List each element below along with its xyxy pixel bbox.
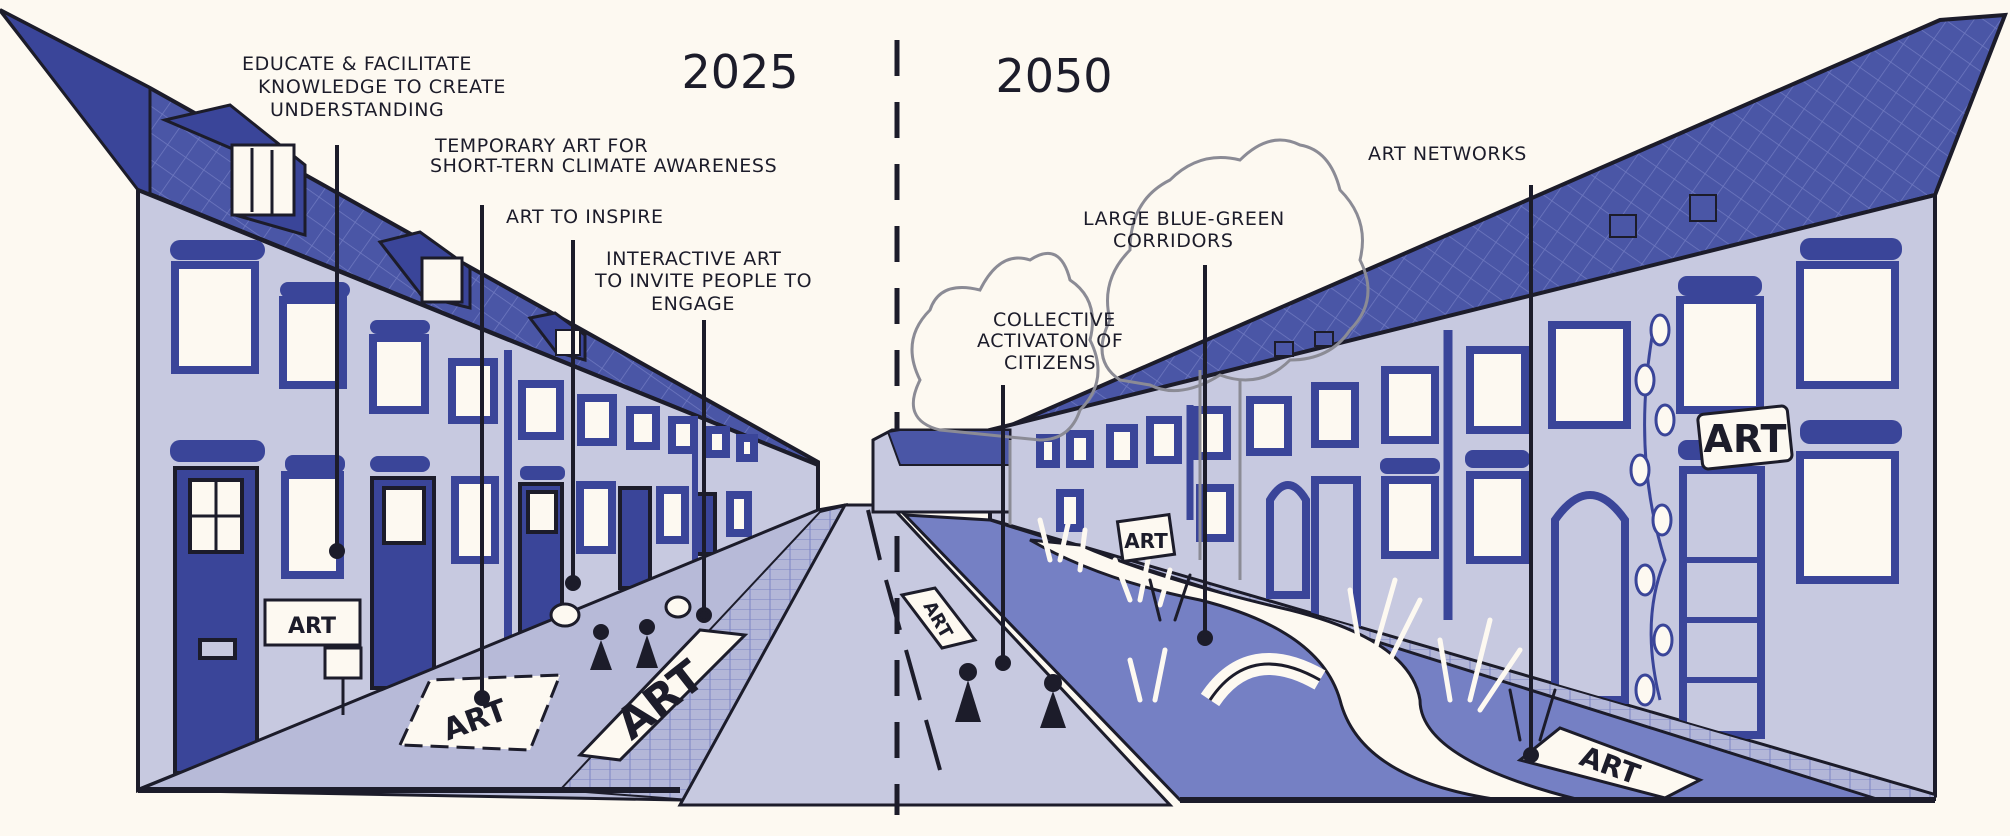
label-inspire: ART TO INSPIRE bbox=[506, 206, 664, 228]
label-collective-line-2: ACTIVATON OF bbox=[977, 330, 1123, 352]
dormer bbox=[160, 103, 307, 237]
left-trims bbox=[170, 240, 565, 480]
label-collective: COLLECTIVE ACTIVATON OF CITIZENS bbox=[977, 309, 1123, 374]
wall-art-sign: ART bbox=[1696, 404, 1794, 471]
label-corridors: LARGE BLUE-GREEN CORRIDORS bbox=[1083, 208, 1285, 252]
tree-outlines bbox=[910, 138, 1370, 580]
label-inspire-line-1: ART TO INSPIRE bbox=[506, 206, 664, 228]
label-temporary: TEMPORARY ART FOR SHORT-TERN CLIMATE AWA… bbox=[430, 135, 777, 177]
label-temporary-line-2: SHORT-TERN CLIMATE AWARENESS bbox=[430, 155, 777, 177]
bank-art-sign: ART bbox=[1115, 512, 1177, 564]
people bbox=[590, 619, 1066, 728]
reeds-dark bbox=[1148, 573, 1557, 742]
label-temporary-line-1: TEMPORARY ART FOR bbox=[434, 135, 648, 157]
speech-bubbles bbox=[549, 595, 692, 628]
label-networks: ART NETWORKS bbox=[1368, 143, 1527, 165]
right-upper-windows bbox=[1036, 261, 1899, 468]
label-educate-line-1: EDUCATE & FACILITATE bbox=[242, 53, 472, 75]
dormer bbox=[377, 230, 472, 310]
label-interactive-line-2: TO INVITE PEOPLE TO bbox=[594, 270, 812, 292]
left-roof-edge bbox=[0, 8, 152, 204]
left-lower-windows bbox=[281, 471, 752, 579]
reeds bbox=[1037, 512, 1523, 713]
year-2050: 2050 bbox=[995, 49, 1112, 103]
wall-art-sign-text: ART bbox=[1704, 417, 1787, 461]
label-interactive-line-1: INTERACTIVE ART bbox=[606, 248, 781, 270]
label-educate-line-3: UNDERSTANDING bbox=[270, 99, 444, 121]
ground-line bbox=[138, 787, 1935, 803]
planter-sign: ART bbox=[263, 598, 363, 715]
label-educate-line-2: KNOWLEDGE TO CREATE bbox=[258, 76, 506, 98]
label-collective-line-1: COLLECTIVE bbox=[993, 309, 1116, 331]
label-corridors-line-2: CORRIDORS bbox=[1113, 230, 1233, 252]
bank-art-sign-text: ART bbox=[1124, 529, 1168, 553]
year-2025: 2025 bbox=[681, 45, 798, 99]
chimneys bbox=[1274, 194, 1717, 357]
road-centre-line bbox=[866, 509, 942, 771]
leader-lines bbox=[329, 145, 1539, 763]
label-corridors-line-1: LARGE BLUE-GREEN bbox=[1083, 208, 1285, 230]
right-trims bbox=[1380, 238, 1902, 474]
label-interactive-line-3: ENGAGE bbox=[651, 293, 735, 315]
label-collective-line-3: CITIZENS bbox=[1004, 352, 1096, 374]
canal-art-ground: ART bbox=[1516, 726, 1704, 800]
label-educate: EDUCATE & FACILITATE KNOWLEDGE TO CREATE… bbox=[242, 53, 506, 121]
right-lower-windows bbox=[1056, 451, 1899, 584]
label-networks-line-1: ART NETWORKS bbox=[1368, 143, 1527, 165]
left-upper-windows bbox=[171, 261, 758, 462]
planter-sign-text: ART bbox=[288, 614, 336, 639]
label-interactive: INTERACTIVE ART TO INVITE PEOPLE TO ENGA… bbox=[594, 248, 812, 315]
climbing-plant bbox=[1629, 313, 1676, 707]
sidewalk-art-left: ART bbox=[397, 673, 563, 752]
